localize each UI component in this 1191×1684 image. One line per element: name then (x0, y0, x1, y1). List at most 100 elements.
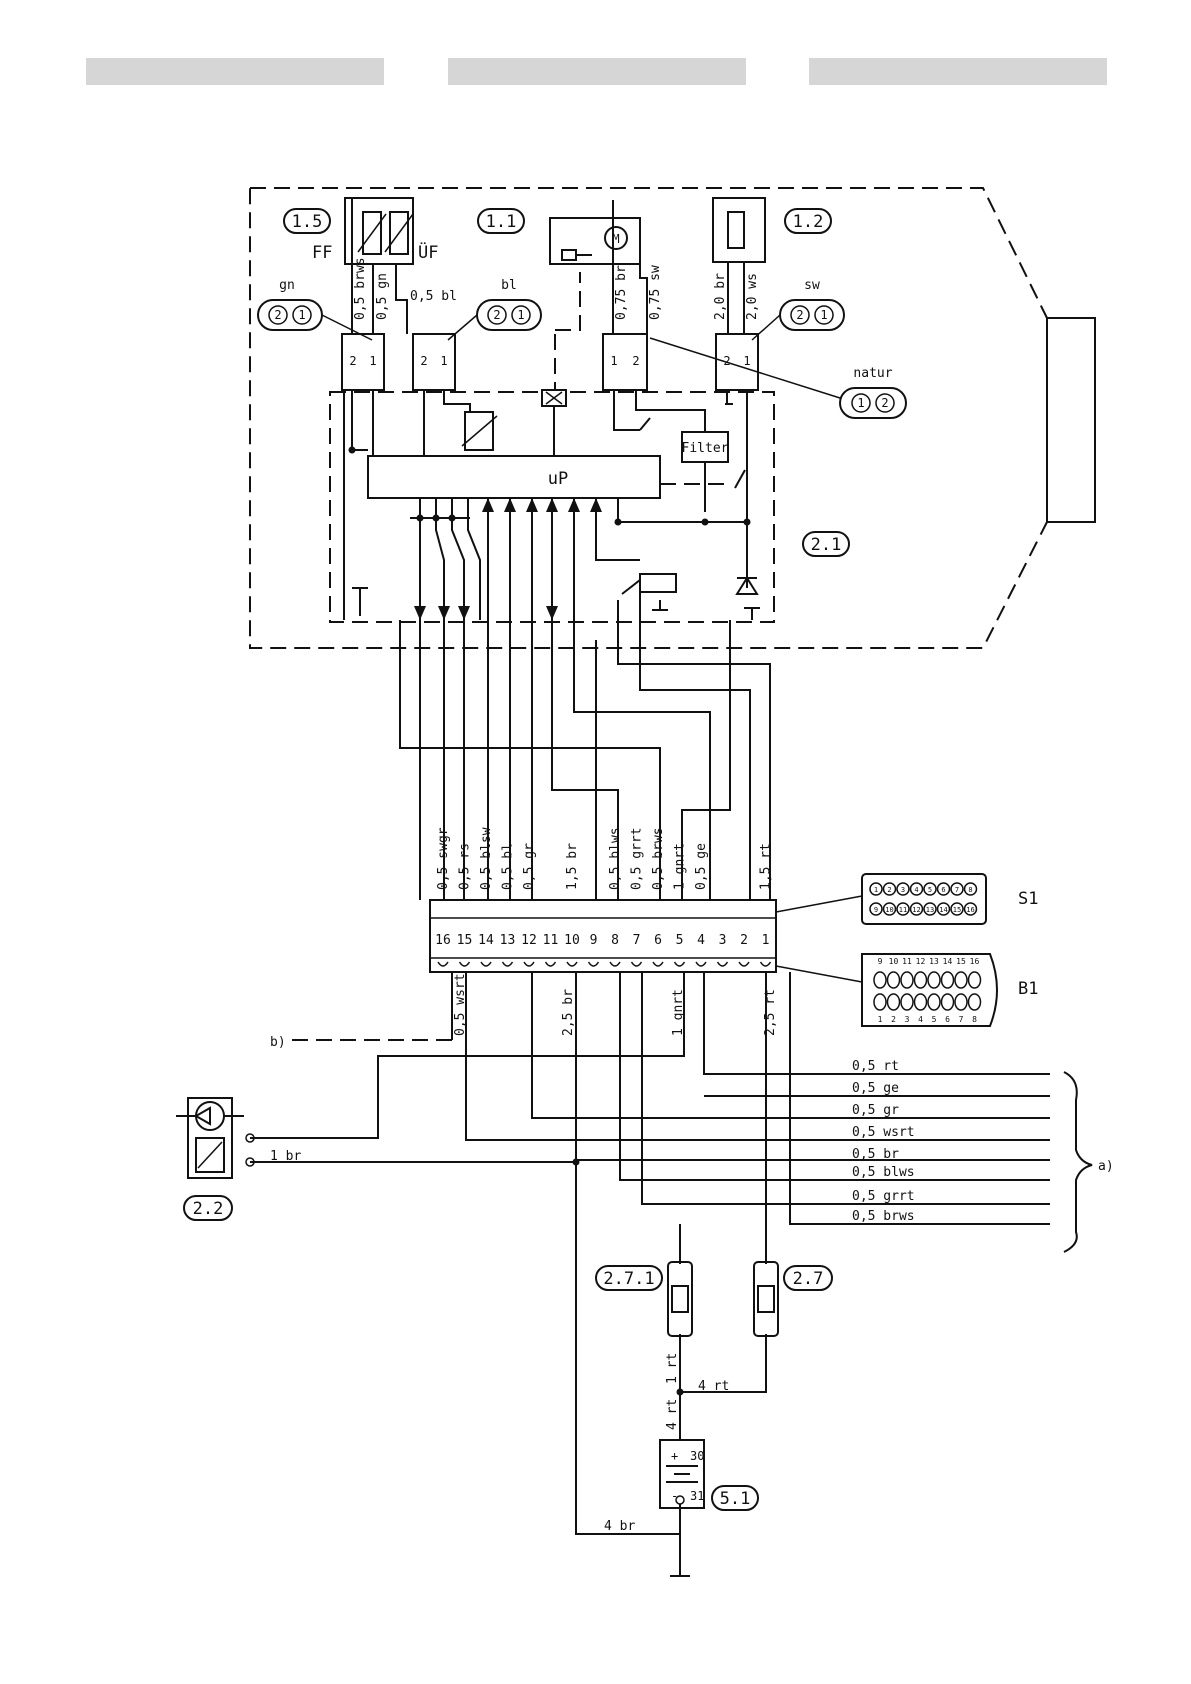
svg-text:Filter: Filter (682, 441, 729, 456)
svg-text:1 br: 1 br (270, 1149, 301, 1164)
svg-text:B1: B1 (1018, 979, 1038, 999)
svg-text:4 rt: 4 rt (665, 1399, 680, 1430)
harness-a-wire-label: 0,5 blws (852, 1165, 915, 1180)
top-wire-routes (345, 197, 745, 398)
control-unit: uP Filter (329, 389, 775, 623)
svg-text:30: 30 (690, 1449, 704, 1463)
main-pin-number: 15 (457, 933, 473, 948)
s1-pin (963, 882, 978, 896)
svg-text:2.7.1: 2.7.1 (603, 1269, 654, 1289)
s1-pin (950, 902, 964, 916)
svg-text:0,75 sw: 0,75 sw (648, 265, 663, 320)
b1-pin (927, 971, 941, 989)
svg-text:1: 1 (440, 354, 447, 368)
svg-text:2: 2 (723, 354, 730, 368)
junction-dots (348, 446, 751, 1396)
s1-pin (963, 902, 978, 916)
svg-text:ÜF: ÜF (418, 241, 438, 263)
top-wire-labels: 0,5 brws 0,5 gn 0,5 bl 0,75 br 0,75 sw 2… (353, 257, 760, 320)
s1-pin-number: 9 (874, 906, 878, 914)
main-pin-number: 11 (543, 933, 559, 948)
svg-text:4 rt: 4 rt (698, 1379, 729, 1394)
main-pin-number: 4 (697, 933, 705, 948)
svg-text:S1: S1 (1018, 889, 1038, 909)
svg-text:2,5 br: 2,5 br (561, 989, 576, 1036)
main-pin-socket (716, 961, 729, 967)
svg-text:sw: sw (804, 278, 820, 293)
s1-pin (882, 882, 897, 896)
module-label-1-1: 1.1 (477, 208, 525, 234)
b1-pin-number: 15 (956, 957, 966, 966)
harness-a-wire-label: 0,5 grrt (852, 1189, 915, 1204)
b1-pin-number: 6 (945, 1015, 950, 1024)
plug-sw: sw 2 1 (779, 278, 845, 331)
s1-pin (896, 902, 910, 916)
b1-pin (913, 971, 928, 989)
b1-pin-number: 7 (959, 1015, 964, 1024)
s1-pin-number: 11 (899, 906, 907, 914)
svg-text:natur: natur (853, 366, 892, 381)
connector-overheat: 2 1 (412, 333, 456, 391)
main-pin-socket (437, 961, 449, 967)
svg-text:0,5 bl: 0,5 bl (410, 289, 457, 304)
s1-pin-number: 3 (901, 886, 905, 894)
svg-text:0,5 gn: 0,5 gn (375, 273, 390, 320)
b1-pin (900, 993, 914, 1011)
main-pin-socket (501, 961, 514, 967)
main-pin-number: 10 (564, 933, 580, 948)
b1-pin (886, 993, 901, 1011)
main-pin-socket (695, 961, 707, 967)
svg-text:gn: gn (279, 278, 295, 293)
s1-pin (869, 882, 883, 896)
main-pin-number: 1 (762, 933, 770, 948)
main-top-wire-label: 1,5 br (565, 843, 580, 890)
s1-pin (950, 882, 964, 896)
svg-text:M: M (612, 232, 619, 246)
main-top-wire-label: 0,5 ge (694, 843, 709, 890)
s1-pin-number: 4 (914, 886, 918, 894)
main-pin-socket (630, 961, 643, 967)
svg-text:1: 1 (857, 396, 864, 410)
svg-text:FF: FF (312, 243, 332, 263)
harness-a-wire-label: 0,5 gr (852, 1103, 899, 1118)
harness-wires (399, 592, 771, 900)
b1-pin-number: 11 (902, 957, 912, 966)
fuse-2-7-1: 2.7.1 (595, 1261, 693, 1337)
s1-pin-number: 15 (953, 906, 961, 914)
s1-pin (923, 882, 937, 896)
s1-pin (882, 902, 897, 916)
svg-text:1: 1 (369, 354, 376, 368)
main-top-wire-label: 0,5 swgr (436, 827, 451, 890)
b1-pin-number: 5 (932, 1015, 937, 1024)
main-pin-number: 3 (719, 933, 727, 948)
svg-text:b): b) (270, 1035, 286, 1050)
svg-text:1.2: 1.2 (793, 212, 824, 232)
fuel-pump: 1 br 2.2 (176, 1097, 301, 1221)
plug-bl: bl 2 1 (476, 278, 542, 331)
s1-pin-number: 13 (926, 906, 934, 914)
main-top-wire-label: 1,5 rt (759, 843, 774, 890)
heater-housing (249, 187, 1096, 649)
harness-a-wire-label: 0,5 brws (852, 1209, 915, 1224)
svg-text:2: 2 (274, 308, 281, 322)
main-pin-socket (523, 961, 535, 967)
harness-a-wire-label: 0,5 wsrt (852, 1125, 915, 1140)
harness-a-wire-label: 0,5 rt (852, 1059, 899, 1074)
b1-pin-number: 1 (878, 1015, 883, 1024)
s1-pin-number: 10 (885, 906, 893, 914)
up-io-lines (410, 498, 760, 620)
s1-pin (909, 902, 924, 916)
main-pin-number: 14 (478, 933, 494, 948)
s1-pin-number: 8 (968, 886, 972, 894)
b1-pin-number: 12 (916, 957, 926, 966)
fuse-wire-labels: 1 rt 4 rt 4 rt 4 br (604, 1353, 729, 1534)
plug-natur: natur 1 2 (839, 366, 907, 419)
svg-text:1.5: 1.5 (292, 212, 323, 232)
b1-pin (954, 993, 968, 1011)
b1-pin-number: 10 (889, 957, 899, 966)
main-top-wire-label: 0,5 gr (522, 843, 537, 890)
module-label-2-1: 2.1 (802, 531, 850, 557)
